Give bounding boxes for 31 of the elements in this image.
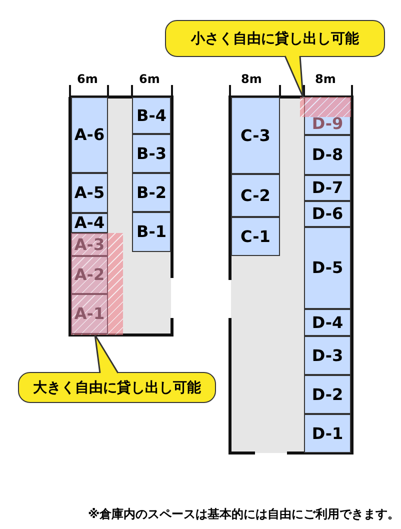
storage-space: B-4 (132, 97, 171, 134)
footnote: ※倉庫内のスペースは基本的には自由にご利用できます。 (88, 506, 400, 523)
callout-pointer (284, 55, 304, 98)
storage-space: B-3 (132, 134, 171, 173)
dimension-label: 6m (139, 72, 160, 86)
storage-space: A-6 (71, 97, 108, 173)
hatched-area (71, 233, 123, 335)
storage-space: B-1 (132, 212, 171, 252)
callout-pointer (94, 334, 119, 374)
storage-space: C-2 (231, 174, 280, 217)
hatched-area (300, 97, 351, 117)
storage-space: A-5 (71, 173, 108, 213)
storage-space: A-3 (71, 233, 108, 256)
storage-space: D-2 (304, 375, 351, 414)
storage-space: C-1 (231, 217, 280, 256)
storage-space: C-3 (231, 97, 280, 174)
storage-space: D-7 (304, 175, 351, 201)
storage-space: D-4 (304, 309, 351, 336)
dimension-label: 8m (241, 72, 262, 86)
dimension-label: 8m (315, 72, 336, 86)
dimension-label: 6m (77, 72, 98, 86)
storage-space: D-6 (304, 201, 351, 227)
storage-space: D-9 (304, 97, 351, 135)
storage-space: A-4 (71, 213, 108, 233)
storage-space: D-8 (304, 135, 351, 175)
storage-space: D-1 (304, 414, 351, 453)
storage-space: D-5 (304, 227, 351, 309)
storage-space: A-1 (71, 294, 108, 334)
storage-space: A-2 (71, 256, 108, 294)
storage-space: B-2 (132, 173, 171, 212)
storage-space: D-3 (304, 336, 351, 375)
